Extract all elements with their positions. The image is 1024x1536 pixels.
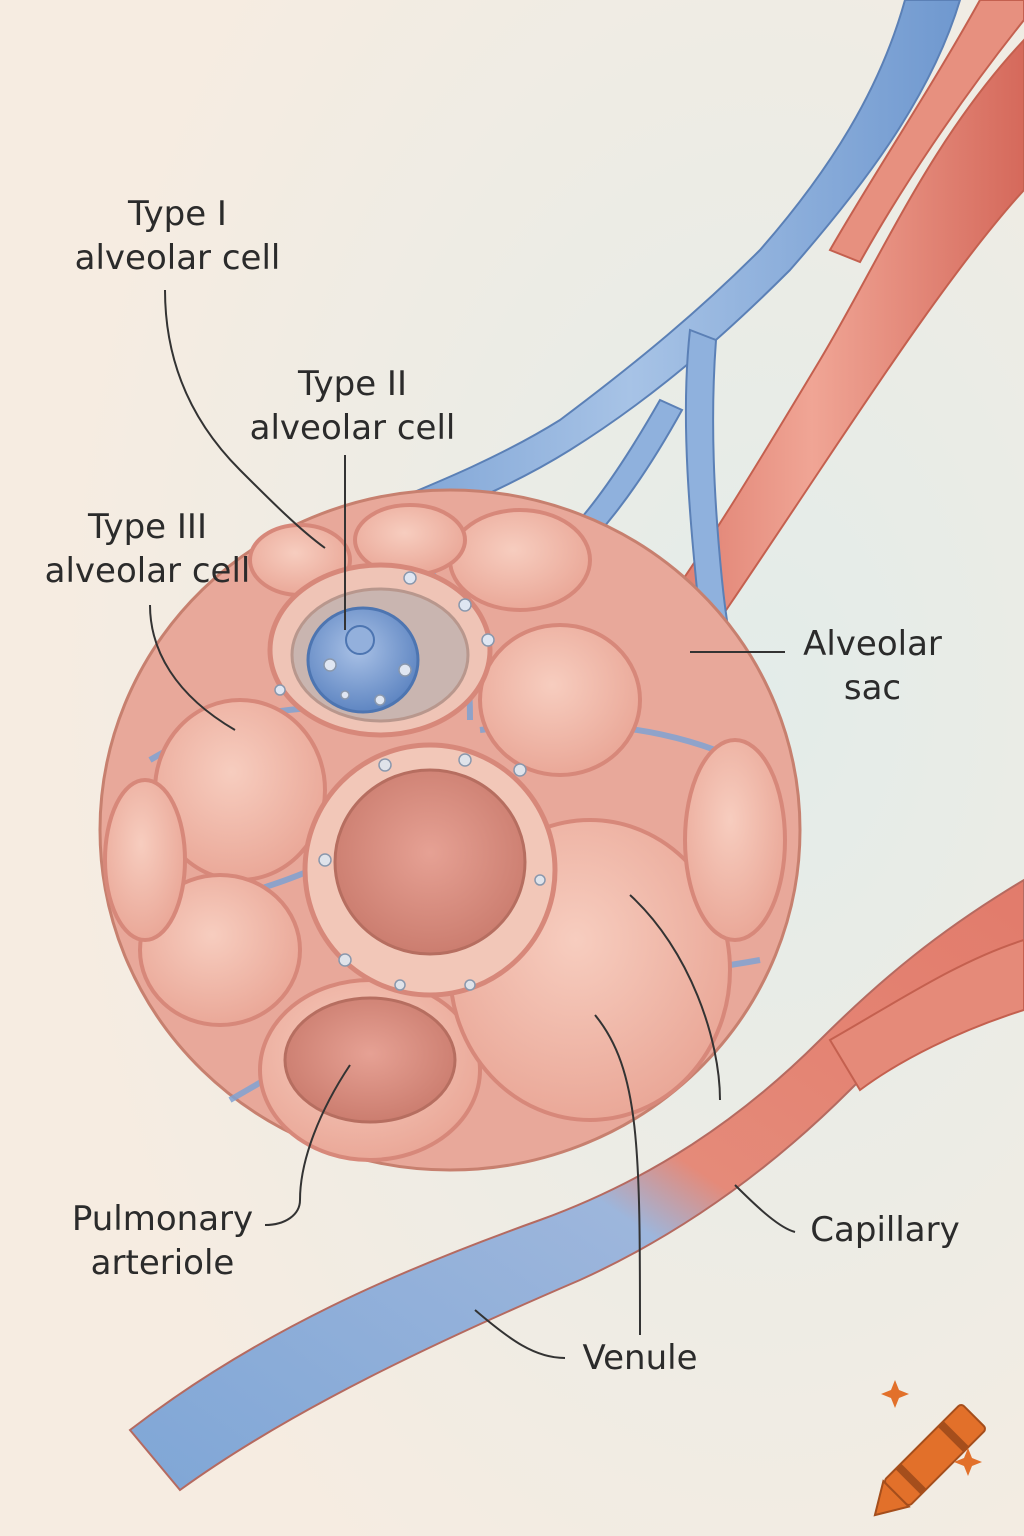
type2-cell — [306, 606, 420, 714]
lower-alveolus-cavity — [283, 996, 457, 1124]
label-type3-line1: Type III — [88, 507, 207, 547]
leader-line-type1 — [164, 289, 326, 549]
label-alveolar-sac: Alveolar sac — [785, 622, 960, 710]
alveolus — [103, 778, 187, 942]
sparkle-icon — [881, 1380, 982, 1476]
lower-vessel-branch — [828, 938, 1024, 1092]
lower-vessel — [128, 878, 1024, 1492]
crayon-logo — [873, 1404, 986, 1517]
label-sac-line2: sac — [843, 668, 902, 708]
label-type2-line2: alveolar cell — [249, 408, 456, 448]
central-alveolus-dots — [318, 753, 546, 991]
alveolar-cluster — [98, 488, 802, 1172]
label-sac-line1: Alveolar — [803, 624, 942, 664]
leader-line-capillary-b — [734, 1184, 796, 1233]
label-type2-alveolar-cell: Type II alveolar cell — [230, 362, 475, 450]
leader-line-venule-a — [594, 1014, 641, 1336]
type2-cell-nucleus — [345, 625, 375, 655]
label-pulmonary-arteriole: Pulmonary arteriole — [55, 1197, 270, 1285]
alveolus — [683, 738, 787, 942]
label-pulmonary-line1: Pulmonary — [71, 1199, 254, 1239]
label-type1-line2: alveolar cell — [74, 238, 281, 278]
label-type1-alveolar-cell: Type I alveolar cell — [55, 192, 300, 280]
leader-line-pulmonary — [264, 1064, 351, 1226]
leader-line-capillary-a — [629, 894, 721, 1101]
alveolus — [478, 623, 642, 777]
alveolus — [448, 508, 592, 612]
leader-line-venule-b — [474, 1309, 566, 1359]
label-type3-alveolar-cell: Type III alveolar cell — [25, 505, 270, 593]
central-alveolus-cavity — [333, 768, 527, 956]
label-type2-line1: Type II — [298, 364, 407, 404]
label-venule: Venule — [582, 1338, 698, 1378]
label-pulmonary-line2: arteriole — [90, 1243, 235, 1283]
label-capillary: Capillary — [810, 1210, 960, 1250]
upper-artery-branch — [828, 0, 1024, 264]
type2-cell-granules — [274, 571, 495, 706]
label-type3-line2: alveolar cell — [44, 551, 251, 591]
alveolus — [138, 873, 302, 1027]
leader-line-type3 — [149, 604, 236, 731]
label-type1-line1: Type I — [128, 194, 227, 234]
